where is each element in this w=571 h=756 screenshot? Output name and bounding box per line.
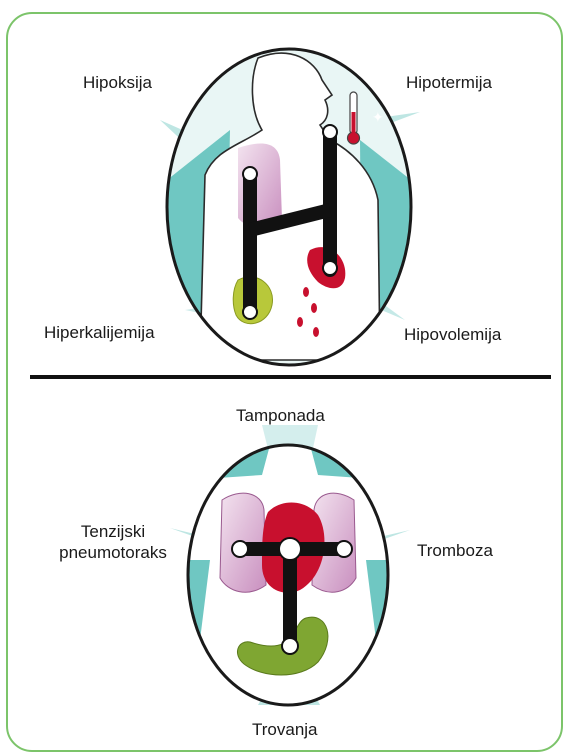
hypothermia-node [323, 125, 337, 139]
section-divider [30, 375, 551, 379]
top-diagram: ✦ ✦ [160, 49, 420, 365]
tension-pneumothorax-node [232, 541, 248, 557]
tension-pneumothorax-label-line1: Tenzijski [54, 521, 172, 542]
blood-drop [311, 303, 317, 313]
hypoxia-node [243, 167, 257, 181]
blood-drop [303, 287, 309, 297]
hypovolemia-node [323, 261, 337, 275]
tension-pneumothorax-label-line2: pneumotoraks [54, 542, 172, 563]
sparkle-icon: ✦ [372, 110, 384, 126]
tamponade-label: Tamponada [236, 405, 325, 426]
blood-drop [297, 317, 303, 327]
hypovolemia-label: Hipovolemija [404, 324, 501, 345]
thrombosis-label: Tromboza [417, 540, 493, 561]
hyperkalemia-node [243, 305, 257, 319]
toxins-label: Trovanja [252, 719, 318, 740]
tension-pneumothorax-label: Tenzijski pneumotoraks [54, 521, 172, 563]
blood-drop [313, 327, 319, 337]
hypothermia-label: Hipotermija [406, 72, 492, 93]
bottom-diagram [170, 425, 410, 705]
toxins-node [282, 638, 298, 654]
tamponade-node [279, 538, 301, 560]
sparkle-icon: ✦ [368, 68, 380, 84]
hypoxia-label: Hipoksija [83, 72, 152, 93]
neck-shade [310, 445, 388, 480]
hyperkalemia-label: Hiperkalijemija [44, 322, 155, 343]
thrombosis-node [336, 541, 352, 557]
